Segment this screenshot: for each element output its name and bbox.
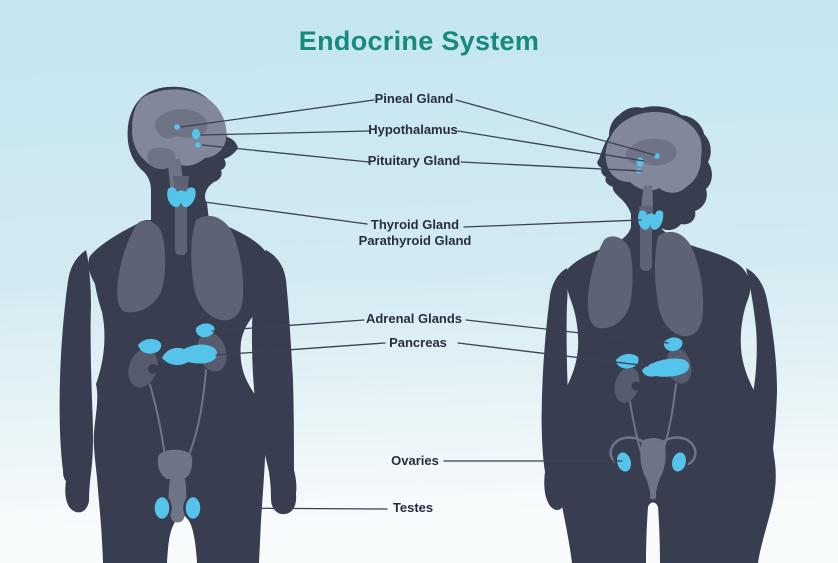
female-pineal-highlight <box>654 153 660 159</box>
line-pituitary-male <box>201 144 370 163</box>
line-pancreas-male <box>215 342 386 356</box>
female-hypothalamus-highlight <box>636 157 644 167</box>
male-pancreas-highlight <box>162 344 218 366</box>
label-thyroid-gland: Thyroid Gland <box>370 216 460 232</box>
female-left-arm <box>541 268 570 511</box>
line-pituitary-female <box>460 161 643 172</box>
female-right-ovary-highlight <box>669 449 689 475</box>
male-pineal-highlight <box>174 124 180 130</box>
female-left-ovary-highlight <box>614 449 634 475</box>
female-left-kidney-hilum <box>631 381 641 391</box>
female-right-fallopian-tube <box>658 436 697 467</box>
label-pituitary-gland: Pituitary Gland <box>367 152 461 168</box>
male-left-testis-highlight <box>152 494 172 522</box>
page-title: Endocrine System <box>298 26 540 56</box>
label-adrenal-glands: Adrenal Glands <box>365 310 463 326</box>
male-right-adrenal-highlight <box>195 323 215 338</box>
label-pancreas: Pancreas <box>389 334 447 350</box>
female-figure <box>541 106 777 563</box>
male-genital <box>168 479 187 523</box>
line-adrenal-female <box>465 319 669 344</box>
male-trachea <box>173 176 189 255</box>
male-left-adrenal-highlight <box>138 338 162 354</box>
female-pancreas-highlight <box>642 358 690 377</box>
line-hypothalamus-male <box>200 130 370 136</box>
label-thyroid-parathyroid: Thyroid Gland Parathyroid Gland <box>359 217 472 250</box>
line-thyroid-male <box>196 200 368 225</box>
label-ovaries: Ovaries <box>391 452 439 468</box>
line-thyroid-female <box>463 219 642 228</box>
female-right-arm <box>746 268 777 511</box>
female-left-ureter <box>629 401 642 453</box>
label-pineal-gland: Pineal Gland <box>374 90 454 106</box>
female-left-lung <box>587 236 633 329</box>
male-right-lung <box>191 215 244 321</box>
female-right-lung <box>655 231 704 337</box>
line-hypothalamus-female <box>457 130 645 162</box>
male-thyroid-highlight <box>167 187 196 208</box>
line-pineal-male <box>180 99 375 128</box>
female-right-ureter <box>663 383 677 449</box>
male-hypothalamus-highlight <box>192 128 200 140</box>
male-pituitary-highlight <box>195 142 201 148</box>
male-left-lung <box>117 220 166 313</box>
female-left-adrenal-highlight <box>616 353 639 369</box>
female-thyroid-highlight <box>638 210 664 230</box>
label-parathyroid-gland: Parathyroid Gland <box>358 233 472 248</box>
male-left-kidney <box>128 348 158 388</box>
male-right-testis-highlight <box>183 494 203 522</box>
leader-lines <box>180 99 669 510</box>
line-adrenal-male <box>211 319 365 332</box>
female-left-kidney <box>614 367 640 403</box>
label-testes: Testes <box>392 499 434 515</box>
male-left-kidney-hilum <box>148 364 158 374</box>
line-pineal-female <box>455 99 656 156</box>
female-right-adrenal-highlight <box>663 337 683 352</box>
label-hypothalamus: Hypothalamus <box>368 121 458 137</box>
line-testes-male <box>203 507 388 510</box>
male-left-arm <box>59 250 93 513</box>
female-body-silhouette <box>552 106 776 563</box>
male-bladder <box>157 449 193 479</box>
male-right-arm <box>251 250 297 515</box>
female-uterus <box>640 438 666 500</box>
male-figure <box>59 86 297 563</box>
line-pancreas-female <box>457 342 649 367</box>
